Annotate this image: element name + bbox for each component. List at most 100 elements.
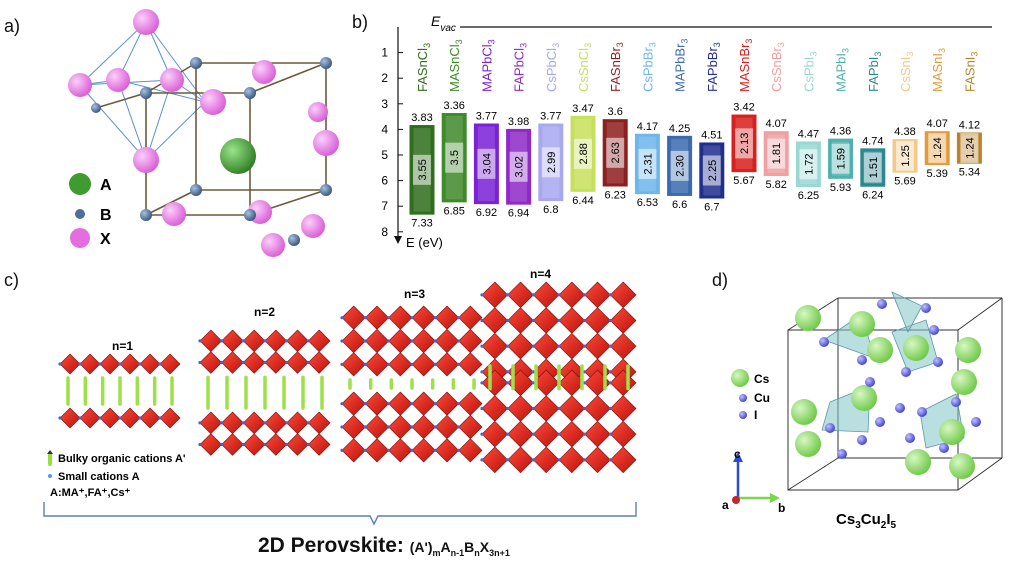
- i-atom: [971, 417, 981, 427]
- octahedron: [434, 414, 460, 440]
- octahedron-vertex: [220, 442, 224, 447]
- octahedron: [364, 438, 390, 463]
- cs-atom: [903, 335, 929, 361]
- octahedron-vertex: [557, 318, 561, 323]
- octahedron: [159, 353, 181, 375]
- gap-box: [638, 148, 657, 179]
- octahedron-vertex: [118, 416, 122, 420]
- octahedron: [411, 414, 436, 440]
- octahedron-vertex: [608, 293, 612, 297]
- i-atom: [825, 423, 835, 433]
- octahedron: [609, 395, 637, 422]
- gap-box: [767, 138, 786, 169]
- gap-value: 1.51: [868, 157, 880, 178]
- top-value: 4.47: [798, 128, 819, 140]
- i-atom: [901, 367, 911, 377]
- octahedron-vertex: [285, 360, 289, 365]
- energy-axis-label: E (eV): [406, 235, 443, 250]
- octahedron: [341, 438, 366, 463]
- octahedron: [286, 329, 309, 353]
- y-tick-label: 7: [381, 199, 388, 213]
- octahedron-vertex: [363, 402, 367, 406]
- octahedron: [364, 352, 390, 377]
- octahedron-vertex: [480, 406, 484, 411]
- legend-bulky: Bulky organic cations A': [58, 453, 186, 465]
- y-tick-label: 1: [381, 46, 388, 60]
- gap-box: [799, 149, 818, 180]
- material-name: CsPbI3: [801, 52, 818, 92]
- octahedron-vertex: [58, 416, 62, 420]
- bottom-value: 5.34: [959, 167, 980, 179]
- octahedron-vertex: [363, 448, 367, 452]
- octahedron-vertex: [410, 339, 414, 343]
- legend-dot-A: [69, 173, 91, 195]
- gap-value: 3.04: [481, 153, 493, 174]
- gap-value: 2.30: [675, 155, 687, 176]
- octahedron-vertex: [583, 318, 587, 323]
- octahedron: [458, 328, 483, 354]
- octahedron: [481, 307, 509, 334]
- cs3cu2i5-formula: Cs3Cu2I5: [836, 511, 896, 531]
- octahedron: [458, 391, 483, 416]
- i-atom: [857, 355, 867, 365]
- octahedron-vertex: [340, 316, 344, 320]
- top-value: 3.47: [572, 103, 593, 115]
- octahedron-vertex: [220, 339, 224, 343]
- octahedron-vertex: [363, 425, 367, 429]
- octahedron: [458, 438, 483, 463]
- octahedron-vertex: [306, 339, 310, 343]
- octahedron-vertex: [340, 362, 344, 366]
- cs-atom: [795, 431, 821, 457]
- octahedron: [341, 391, 366, 416]
- octahedron-vertex: [480, 458, 484, 462]
- material-name: CsPbBr3: [640, 42, 657, 92]
- gap-value: 2.31: [642, 153, 654, 174]
- material-name: CsSnCl3: [576, 43, 593, 92]
- octahedron-vertex: [285, 421, 289, 425]
- gap-value: 1.24: [964, 137, 976, 158]
- octahedron: [388, 305, 413, 330]
- i-atom: [865, 377, 875, 387]
- octahedron-vertex: [557, 432, 561, 436]
- gap-box: [831, 143, 850, 174]
- octahedron: [507, 281, 534, 309]
- gap-value: 2.63: [610, 142, 622, 163]
- material-name: MASnCl3: [447, 39, 464, 92]
- octahedron: [364, 328, 390, 354]
- bottom-value: 6.53: [637, 197, 658, 209]
- gap-value: 2.13: [739, 133, 751, 154]
- octahedron: [558, 281, 586, 309]
- octahedron-vertex: [263, 421, 267, 425]
- bottom-value: 5.39: [926, 168, 947, 180]
- octahedron-vertex: [457, 425, 461, 429]
- octahedron-vertex: [285, 339, 289, 343]
- octahedron: [59, 407, 81, 429]
- gap-value: 3.55: [417, 159, 429, 180]
- y-tick-label: 3: [381, 97, 388, 111]
- octahedron: [532, 332, 560, 360]
- top-value: 4.17: [637, 121, 658, 133]
- octahedron: [286, 411, 309, 435]
- octahedron: [584, 307, 611, 334]
- octahedron-vertex: [531, 318, 535, 323]
- i-atom: [857, 435, 867, 445]
- octahedron-vertex: [480, 381, 484, 385]
- octahedron: [242, 433, 266, 456]
- octahedron: [199, 329, 223, 353]
- octahedron-vertex: [363, 362, 367, 366]
- cs-atom: [795, 305, 821, 331]
- panel-c-label: c): [4, 270, 19, 290]
- octahedron-vertex: [410, 448, 414, 452]
- cs-atom: [939, 419, 965, 445]
- bracket: [43, 502, 637, 526]
- octahedron: [434, 328, 460, 354]
- octahedron-vertex: [198, 360, 202, 365]
- octahedron: [411, 305, 436, 330]
- legend-cs: Cs: [754, 372, 770, 386]
- y-tick-label: 6: [381, 174, 388, 188]
